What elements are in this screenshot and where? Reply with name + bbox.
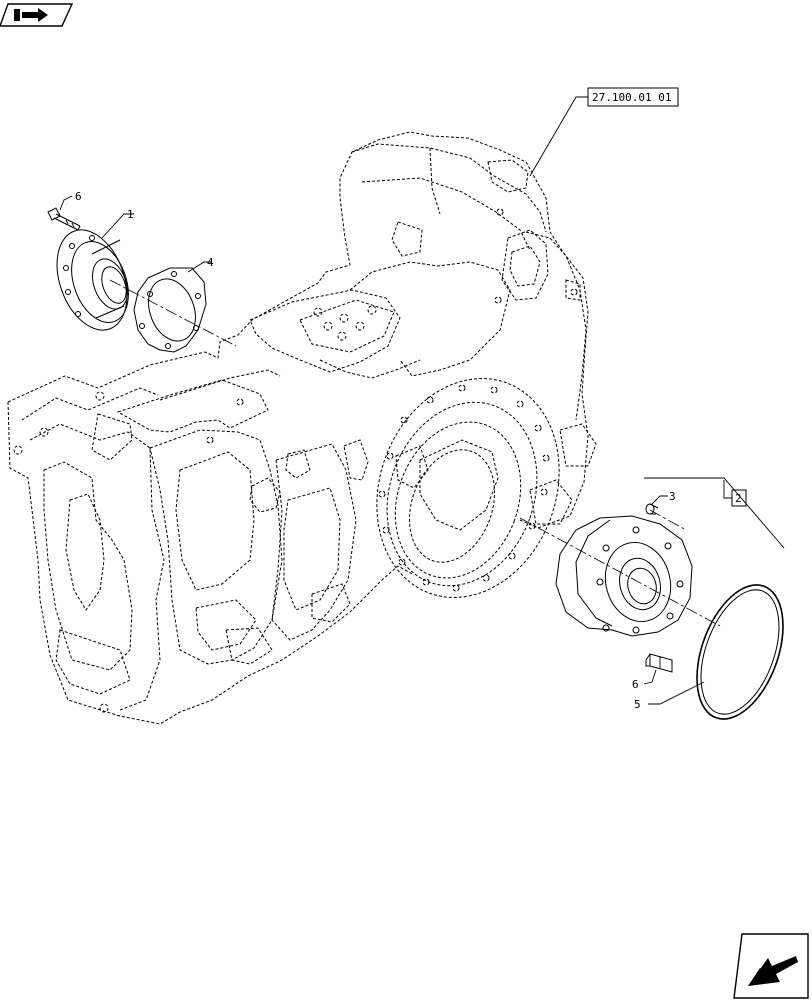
right-centerline — [519, 517, 721, 627]
callout-2: 2 — [735, 492, 742, 505]
flange-bolt-holes — [378, 384, 550, 592]
callout-6-bottom: 6 — [632, 678, 639, 691]
callout-5: 5 — [634, 698, 641, 711]
bearing-housing-part-1[interactable] — [44, 220, 140, 340]
pin-centerline — [649, 509, 687, 531]
pin-part-3[interactable] — [645, 503, 659, 515]
callout-3: 3 — [669, 490, 676, 503]
bolt-part-6-top[interactable] — [47, 207, 81, 231]
gasket-part-4[interactable] — [133, 267, 207, 353]
callout-6-top: 6 — [75, 190, 82, 203]
reference-callout[interactable]: 27.100.01 01 — [529, 87, 679, 177]
nav-arrow-right-icon[interactable] — [0, 3, 74, 27]
callout-1: 1 — [127, 208, 134, 221]
callout-4: 4 — [207, 256, 214, 269]
left-centerline — [109, 279, 237, 347]
reference-label: 27.100.01 01 — [592, 91, 671, 104]
bolt-part-6-bottom[interactable] — [645, 653, 673, 673]
nav-arrow-up-left-icon[interactable] — [733, 933, 809, 999]
o-ring-part-5[interactable] — [680, 573, 799, 731]
cover-part-2[interactable] — [555, 515, 693, 637]
transmission-housing — [7, 131, 597, 725]
